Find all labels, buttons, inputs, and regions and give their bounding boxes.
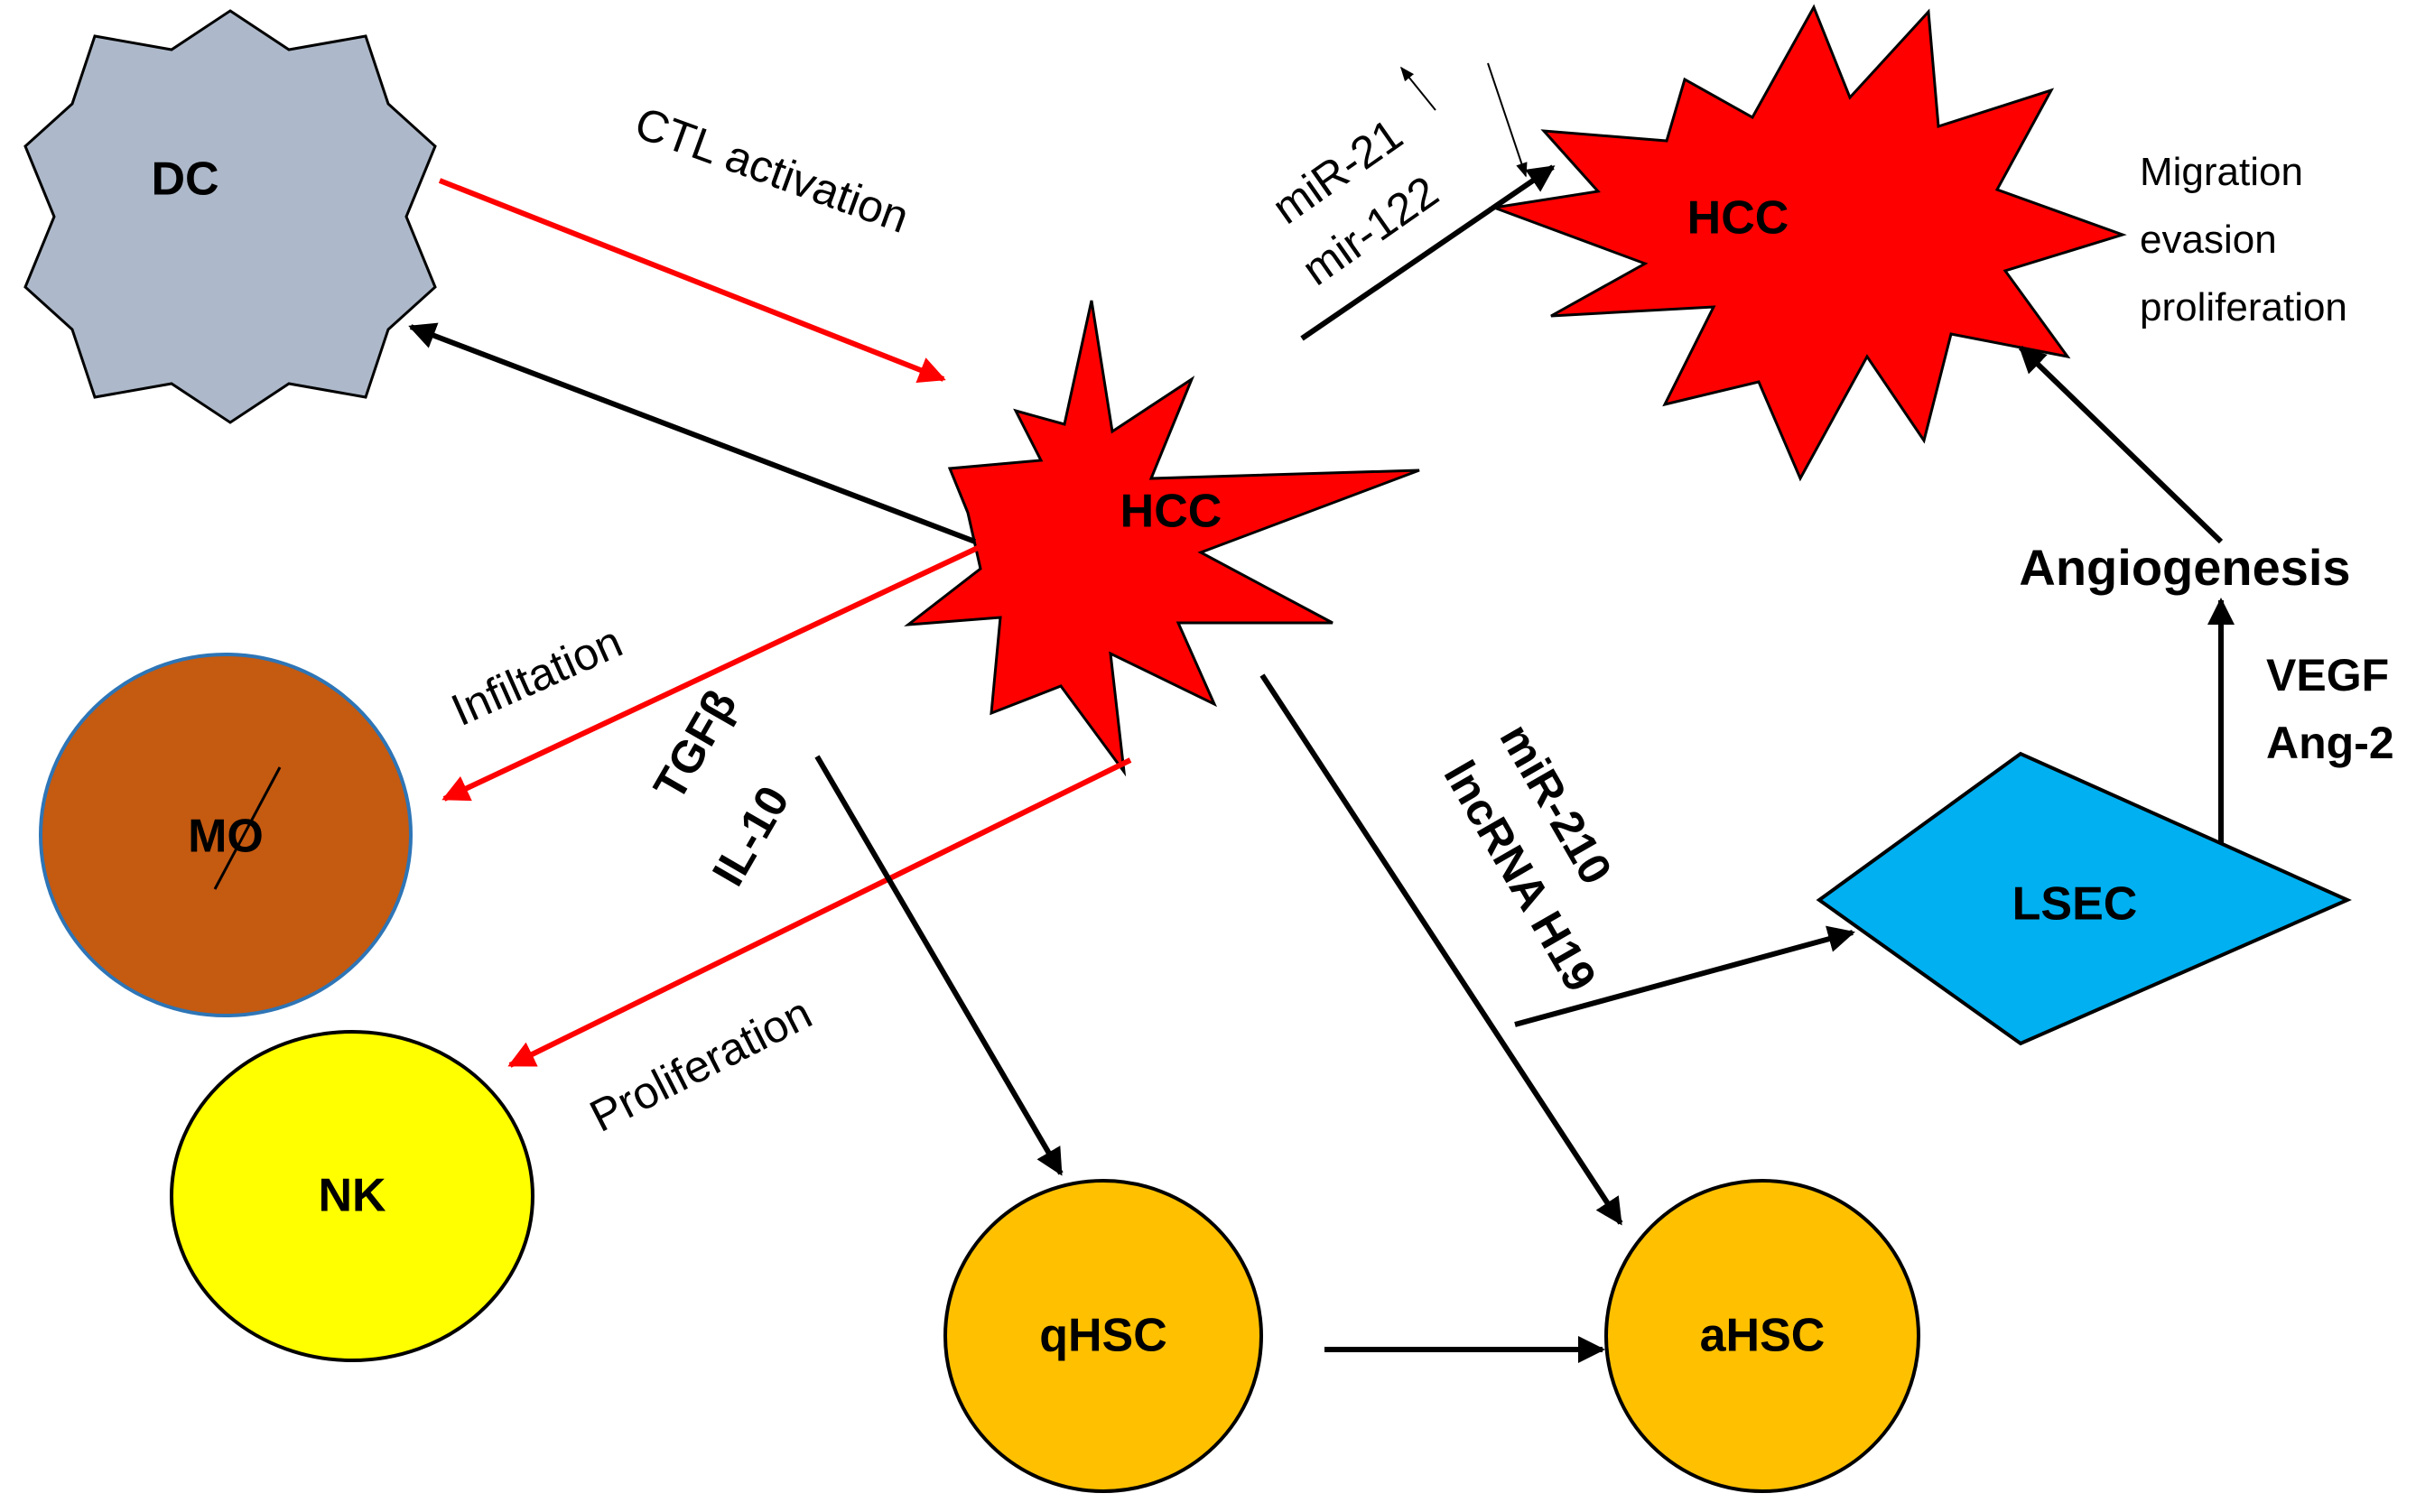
hcc-center-node: HCC (904, 300, 1420, 777)
lsec-shape (1816, 751, 2352, 1046)
lsec-node: LSEC (1816, 751, 2352, 1046)
ang2-label: Ang-2 (2266, 718, 2394, 768)
dc-node: DC (23, 9, 437, 424)
qhsc-node: qHSC (943, 1179, 1263, 1493)
arrow-dc-to-hcc (438, 178, 946, 384)
qhsc-shape (943, 1179, 1263, 1493)
ctl-activation-label: CTL activation (628, 97, 915, 243)
ahsc-shape (1604, 1179, 1920, 1493)
hcc-top-node: HCC (1489, 4, 2127, 482)
arrow-hcc-to-macrophage (441, 544, 981, 802)
infiltration-label: Infiltation (444, 616, 630, 736)
lsec-label: LSEC (2012, 878, 2138, 931)
migration-label: Migration (2140, 150, 2303, 194)
mir122-down-arrow (1487, 62, 1528, 178)
mir21-up-arrow (1399, 66, 1436, 111)
proliferation-top-label: proliferation (2140, 285, 2347, 329)
dc-label: DC (151, 153, 218, 206)
hcc-top-shape (1489, 4, 2127, 482)
hcc-center-shape (904, 300, 1420, 777)
macrophage-shape (39, 653, 413, 1017)
il10-label: IL-10 (702, 777, 799, 894)
hcc-top-label: HCC (1687, 192, 1789, 245)
arrow-hcc-to-hcc (1300, 164, 1556, 341)
dc-shape (23, 9, 437, 424)
macrophage-strike (213, 766, 282, 890)
arrow-to-lsec (1514, 925, 1855, 1027)
arrow-hcc-to-nk (507, 757, 1132, 1068)
angiogenesis-label: Angiogenesis (2019, 539, 2350, 596)
ahsc-node: aHSC (1604, 1179, 1920, 1493)
arrow-to-qhsc (814, 755, 1064, 1176)
evasion-label: evasion (2140, 218, 2277, 262)
nk-shape (170, 1030, 534, 1362)
ahsc-label: aHSC (1700, 1310, 1826, 1362)
nk-label: NK (318, 1170, 386, 1222)
macrophage-node: MO (39, 653, 413, 1017)
arrow-angiogenesis-to-hcc (2018, 345, 2224, 544)
qhsc-label: qHSC (1039, 1310, 1167, 1362)
vegf-label: VEGF (2266, 650, 2389, 700)
nk-node: NK (170, 1030, 534, 1362)
arrow-hcc-to-dc (408, 322, 977, 544)
arrow-hcc-to-ahsc (1259, 673, 1623, 1226)
hcc-center-label: HCC (1120, 486, 1222, 538)
